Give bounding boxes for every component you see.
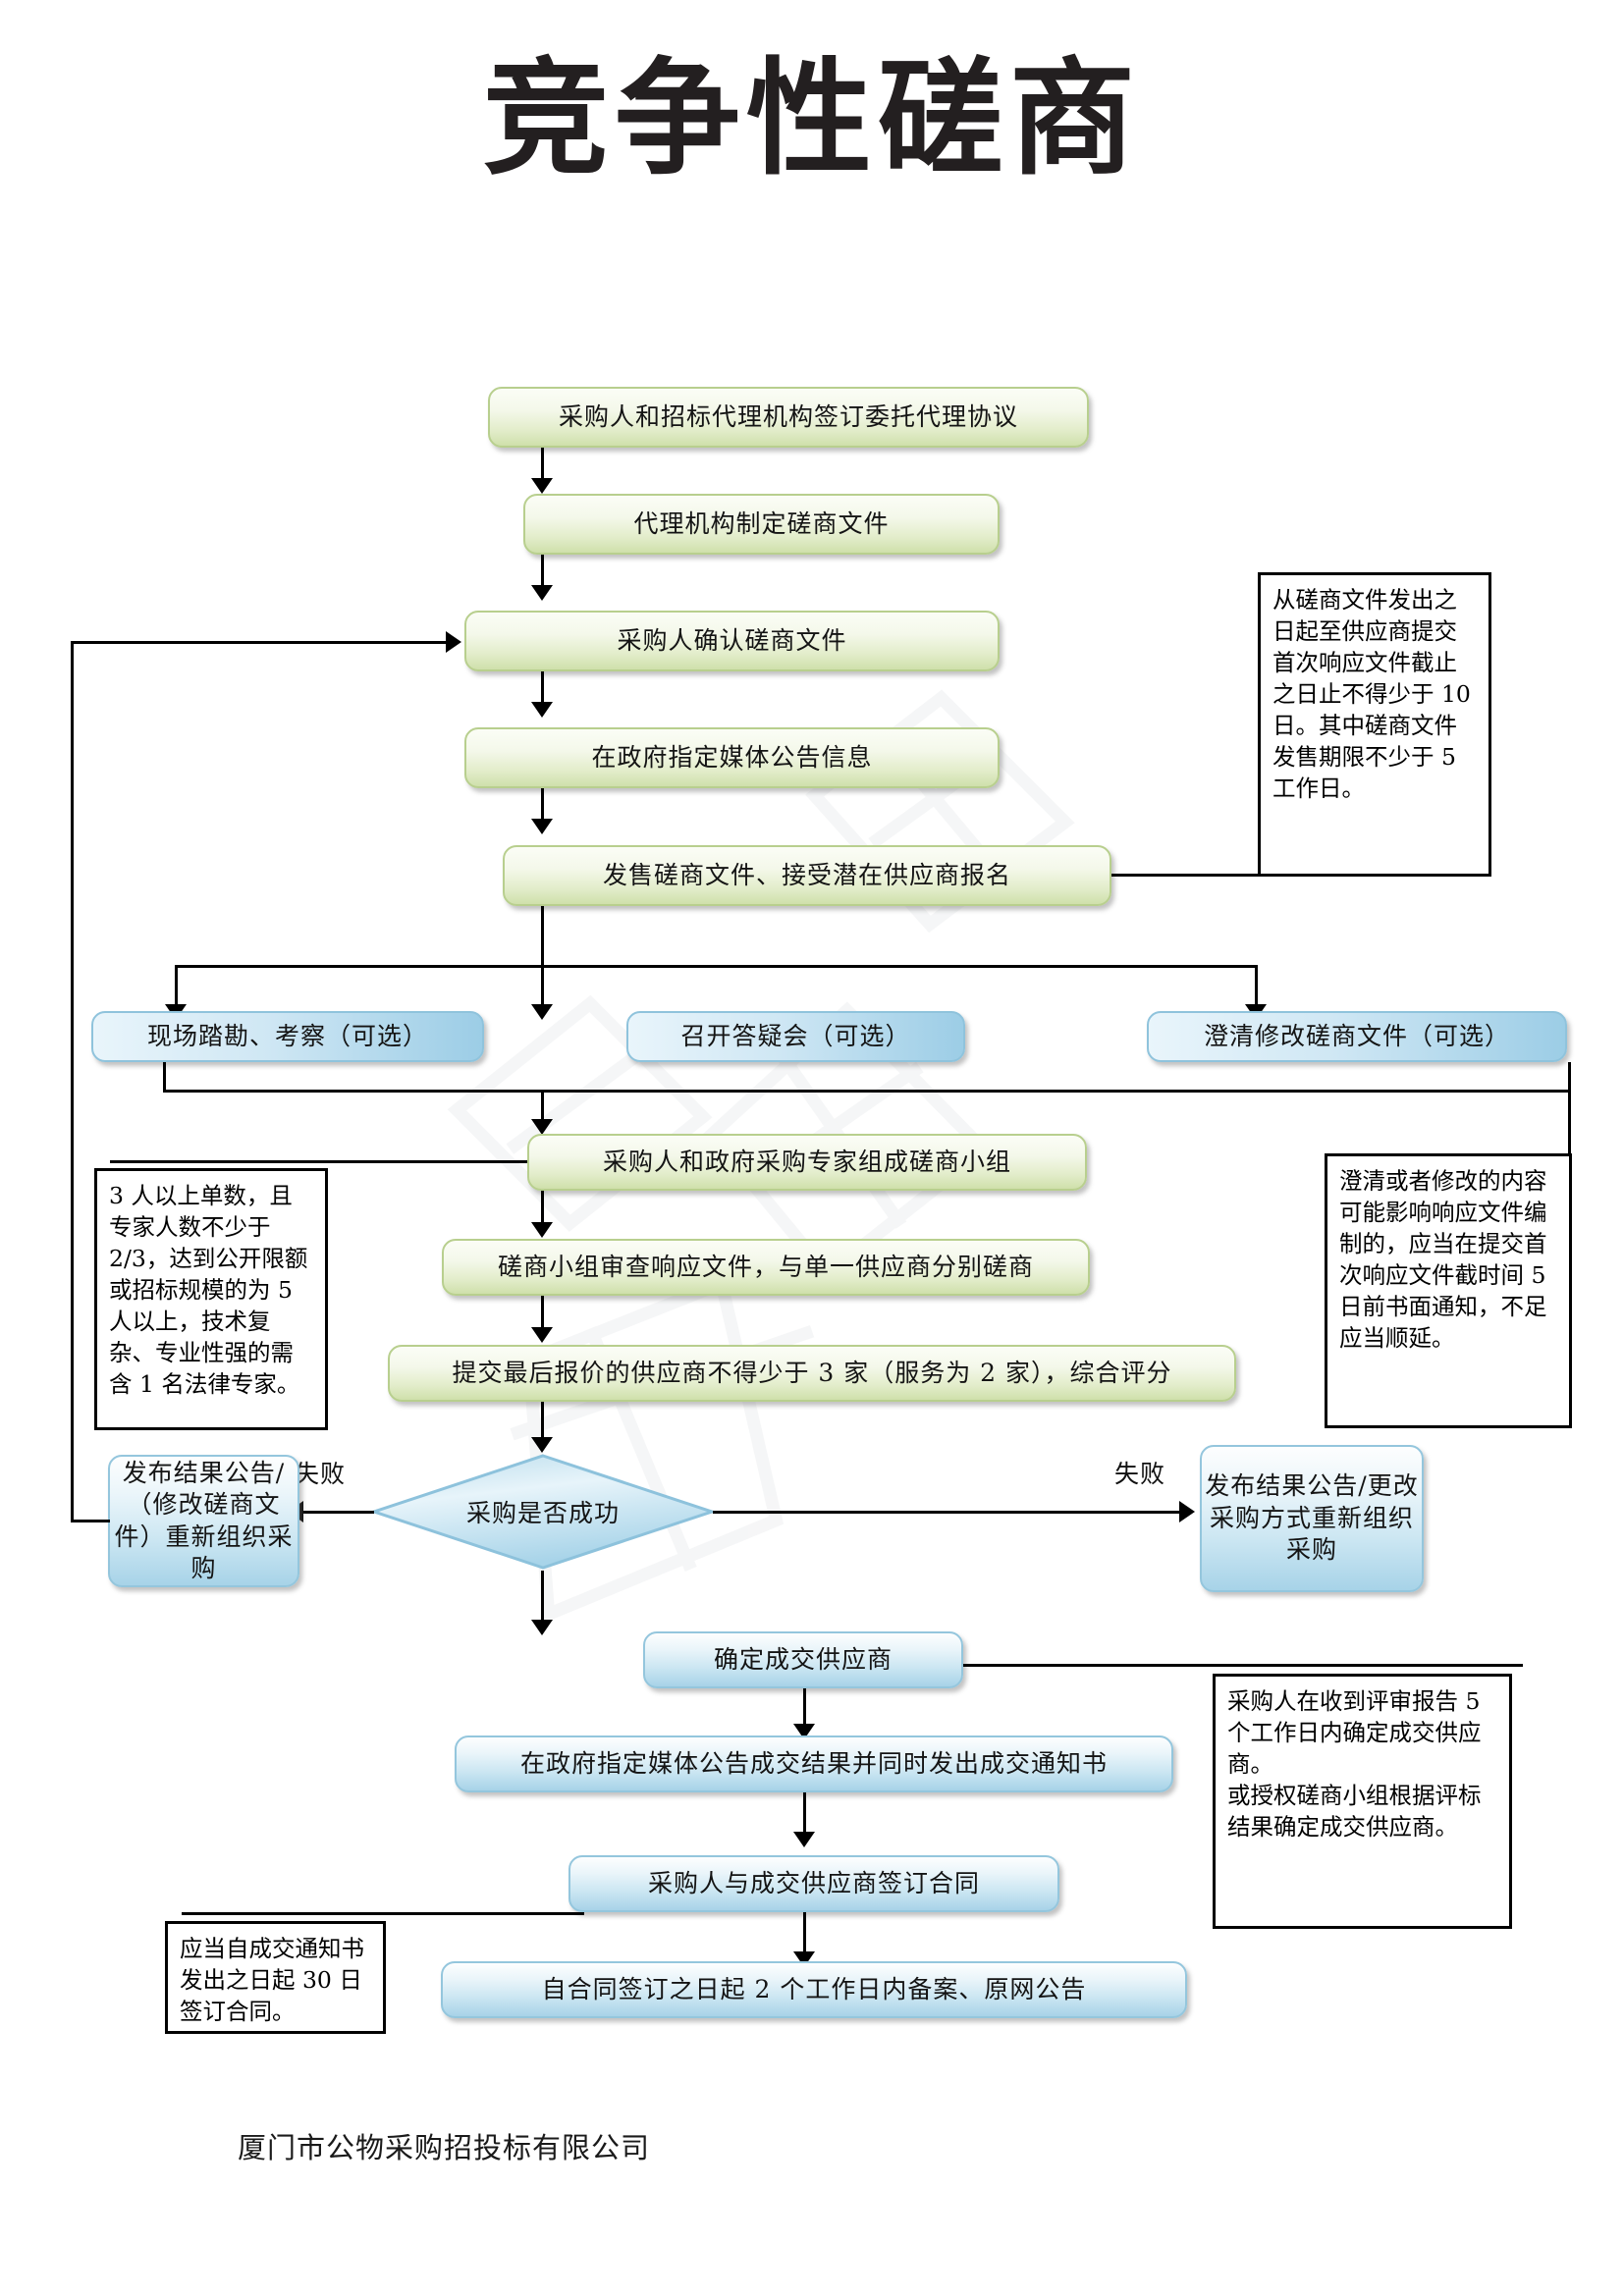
edge-label-fail-left: 失败 xyxy=(295,1460,347,1488)
connector-6-7 xyxy=(541,1191,544,1226)
connector-step5-note-deadline xyxy=(1111,874,1261,877)
connector-1-2 xyxy=(541,448,544,482)
flow-step-6[interactable]: 采购人和政府采购专家组成磋商小组 xyxy=(527,1134,1087,1191)
arrow-decision-step9 xyxy=(531,1620,553,1635)
connector-2-3 xyxy=(541,555,544,589)
connector-5-fanout xyxy=(541,906,544,967)
flow-optional-clarify-docs[interactable]: 澄清修改磋商文件（可选） xyxy=(1147,1011,1567,1062)
arrow-4-5 xyxy=(531,819,553,834)
page-title: 竞争性磋商 xyxy=(482,45,1141,192)
flow-step-7[interactable]: 磋商小组审查响应文件，与单一供应商分别磋商 xyxy=(442,1239,1090,1296)
arrow-8-decision xyxy=(531,1437,553,1453)
flow-step-3[interactable]: 采购人确认磋商文件 xyxy=(464,611,1000,671)
feedback-left-seg-v xyxy=(71,641,74,1522)
arrow-2-3 xyxy=(531,585,553,601)
edge-label-fail-right: 失败 xyxy=(1114,1460,1166,1488)
flow-step-12[interactable]: 自合同签订之日起 2 个工作日内备案、原网公告 xyxy=(441,1961,1187,2018)
connector-8-decision xyxy=(541,1402,544,1441)
arrow-feedback-step3 xyxy=(446,631,461,653)
connector-7-8 xyxy=(541,1296,544,1331)
flow-step-11[interactable]: 采购人与成交供应商签订合同 xyxy=(568,1855,1059,1912)
feedback-left-seg-h2 xyxy=(71,641,446,644)
flow-fail-right-box[interactable]: 发布结果公告/更改采购方式重新组织采购 xyxy=(1200,1445,1424,1592)
arrow-3-4 xyxy=(531,702,553,718)
connector-fanout-opt2 xyxy=(541,965,544,1008)
company-footer: 厦门市公物采购招投标有限公司 xyxy=(238,2131,651,2164)
flow-optional-qa-meeting[interactable]: 召开答疑会（可选） xyxy=(626,1011,965,1062)
flow-step-9[interactable]: 确定成交供应商 xyxy=(643,1631,963,1688)
flow-optional-site-visit[interactable]: 现场踏勘、考察（可选） xyxy=(91,1011,484,1062)
arrow-1-2 xyxy=(531,478,553,494)
connector-step9-note-confirm xyxy=(963,1664,1523,1667)
flow-step-8[interactable]: 提交最后报价的供应商不得少于 3 家（服务为 2 家），综合评分 xyxy=(388,1345,1236,1402)
fanout-bus xyxy=(175,965,1255,968)
connector-decision-fail-right xyxy=(713,1511,1179,1514)
decision-diamond-shape xyxy=(369,1454,717,1570)
flow-step-2[interactable]: 代理机构制定磋商文件 xyxy=(523,494,1000,555)
connector-decision-fail-left xyxy=(303,1511,374,1514)
connector-3-4 xyxy=(541,671,544,706)
connector-decision-step9 xyxy=(541,1571,544,1624)
arrow-7-8 xyxy=(531,1327,553,1343)
flow-step-4[interactable]: 在政府指定媒体公告信息 xyxy=(464,727,1000,788)
flow-fail-left-box[interactable]: 发布结果公告/（修改磋商文件）重新组织采购 xyxy=(108,1455,299,1587)
connector-opt3-note-clarify xyxy=(1568,1062,1571,1156)
connector-9-10 xyxy=(803,1688,806,1728)
connector-fanout-opt3 xyxy=(1255,965,1258,1008)
flow-step-10[interactable]: 在政府指定媒体公告成交结果并同时发出成交通知书 xyxy=(455,1735,1173,1792)
note-confirm-supplier: 采购人在收到评审报告 5 个工作日内确定成交供应商。 或授权磋商小组根据评标结果… xyxy=(1213,1674,1512,1929)
arrow-6-7 xyxy=(531,1222,553,1238)
arrow-fanout-opt2 xyxy=(531,1004,553,1020)
connector-10-11 xyxy=(803,1792,806,1836)
note-deadline: 从磋商文件发出之日起至供应商提交首次响应文件截止之日止不得少于 10 日。其中磋… xyxy=(1258,572,1491,877)
connector-note-contract-step11 xyxy=(182,1912,584,1915)
arrow-fail-right xyxy=(1179,1501,1195,1522)
flow-step-5[interactable]: 发售磋商文件、接受潜在供应商报名 xyxy=(503,845,1111,906)
connector-note-experts-step6 xyxy=(110,1160,527,1163)
connector-merge-step6 xyxy=(541,1090,544,1123)
note-contract-timing: 应当自成交通知书发出之日起 30 日签订合同。 xyxy=(165,1921,386,2034)
arrow-10-11 xyxy=(793,1832,815,1847)
connector-11-12 xyxy=(803,1912,806,1955)
merge-bus xyxy=(163,1090,1571,1093)
note-clarify: 澄清或者修改的内容可能影响响应文件编制的，应当在提交首次响应文件截时间 5 日前… xyxy=(1325,1153,1572,1428)
feedback-left-seg-h1 xyxy=(71,1520,110,1522)
flow-step-1[interactable]: 采购人和招标代理机构签订委托代理协议 xyxy=(488,387,1089,448)
connector-opt1-merge xyxy=(163,1062,166,1092)
connector-fanout-opt1 xyxy=(175,965,178,1008)
note-experts: 3 人以上单数，且专家人数不少于 2/3，达到公开限额或招标规模的为 5 人以上… xyxy=(94,1168,328,1430)
flow-decision-purchase-success[interactable]: 采购是否成功 xyxy=(369,1453,717,1571)
connector-4-5 xyxy=(541,788,544,823)
arrow-merge-step6 xyxy=(531,1119,553,1135)
decision-label: 采购是否成功 xyxy=(465,1499,620,1527)
